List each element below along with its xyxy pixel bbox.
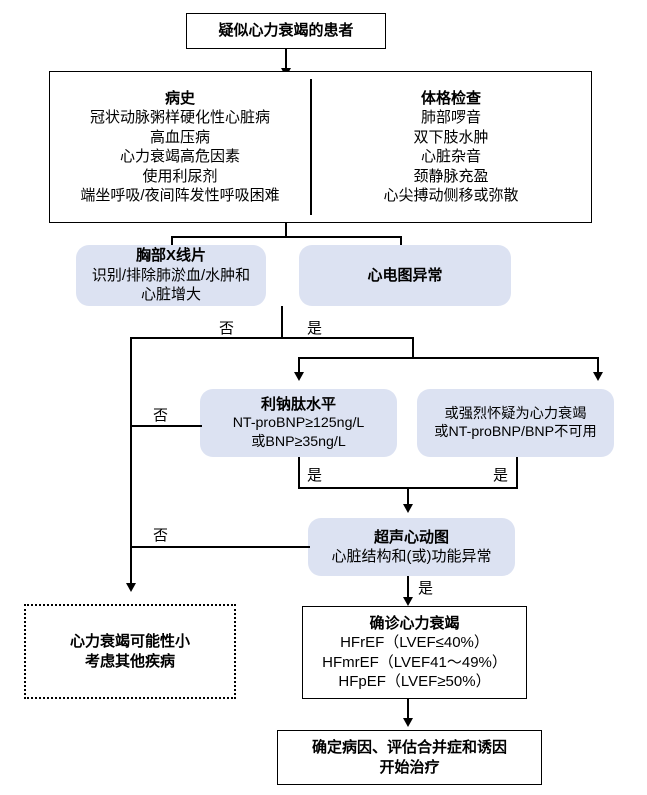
connector-merge-down-to-echo: [407, 487, 409, 507]
node-history: 病史 冠状动脉粥样硬化性心脏病 高血压病 心力衰竭高危因素 使用利尿剂 端坐呼吸…: [52, 74, 308, 220]
assessment-divider: [310, 79, 312, 215]
connector-echo-no-to-spine: [130, 546, 310, 548]
connector-to-strong-suspicion: [597, 357, 599, 375]
connector-to-natriuretic: [298, 357, 300, 375]
node-ecg-abnormal: 心电图异常: [299, 245, 511, 306]
node-start-treatment-item-1: 开始治疗: [379, 758, 440, 776]
arrow-confirmed-to-treatment: [403, 718, 413, 727]
node-history-title: 病史: [164, 89, 195, 107]
node-physical-exam-item-0: 肺部啰音: [420, 109, 481, 126]
node-confirmed-hf: 确诊心力衰竭 HFrEF（LVEF≤40%） HFmrEF（LVEF41～49%…: [302, 606, 527, 699]
node-history-item-1: 高血压病: [149, 128, 210, 146]
connector-left-spine: [130, 337, 132, 588]
node-unlikely-hf-item-0: 心力衰竭可能性小: [69, 633, 190, 650]
node-physical-exam-item-2: 心脏杂音: [420, 148, 481, 165]
node-physical-exam-title: 体格检查: [420, 89, 481, 107]
edge-label-echo-yes: 是: [418, 580, 434, 597]
connector-bnp-yes-down: [298, 457, 300, 488]
node-natriuretic-item-1: 或BNP≥35ng/L: [251, 433, 346, 450]
connector-suspicion-yes-down: [516, 457, 518, 488]
node-confirmed-hf-item-2: HFpEF（LVEF≥50%）: [338, 673, 491, 690]
node-natriuretic-title: 利钠肽水平: [260, 395, 336, 413]
node-start-treatment-item-0: 确定病因、评估合并症和诱因: [311, 739, 507, 756]
node-strong-suspicion-item-0: 或强烈怀疑为心力衰竭: [444, 405, 587, 422]
node-assessment-box: [49, 71, 592, 223]
connector-xray-down: [281, 306, 283, 337]
arrow-left-spine-to-unlikely: [126, 583, 136, 592]
node-chest-xray-item-1: 心脏增大: [140, 286, 201, 304]
connector-bnp-no-to-spine: [130, 425, 202, 427]
connector-assessment-down: [285, 223, 287, 237]
node-confirmed-hf-item-1: HFmrEF（LVEF41～49%）: [322, 653, 507, 671]
edge-label-bnp-no: 否: [153, 407, 169, 424]
edge-label-echo-no: 否: [153, 527, 169, 544]
node-confirmed-hf-title: 确诊心力衰竭: [369, 614, 460, 632]
node-echocardiogram: 超声心动图 心脏结构和(或)功能异常: [308, 518, 515, 576]
node-natriuretic-peptide: 利钠肽水平 NT-proBNP≥125ng/L 或BNP≥35ng/L: [200, 389, 397, 457]
connector-confirmed-to-treatment: [407, 699, 409, 721]
node-chest-xray-item-0: 识别/排除肺淤血/水肿和: [91, 266, 251, 284]
edge-label-xray-no: 否: [219, 320, 235, 337]
node-physical-exam-item-1: 双下肢水肿: [413, 128, 489, 146]
arrow-to-natriuretic: [294, 372, 304, 381]
connector-suspected-to-assessment: [285, 49, 287, 71]
node-echo-item-0: 心脏结构和(或)功能异常: [331, 548, 492, 565]
node-history-item-0: 冠状动脉粥样硬化性心脏病: [89, 109, 270, 126]
node-unlikely-hf-item-1: 考虑其他疾病: [84, 652, 175, 670]
node-unlikely-hf: 心力衰竭可能性小 考虑其他疾病: [24, 604, 236, 699]
edge-label-ecg-yes: 是: [307, 320, 323, 337]
node-physical-exam: 体格检查 肺部啰音 双下肢水肿 心脏杂音 颈静脉充盈 心尖搏动侧移或弥散: [312, 74, 590, 220]
arrow-echo-to-confirmed: [403, 597, 413, 606]
node-strong-suspicion: 或强烈怀疑为心力衰竭 或NT-proBNP/BNP不可用: [417, 389, 614, 457]
node-strong-suspicion-item-1: 或NT-proBNP/BNP不可用: [434, 424, 597, 440]
connector-to-ecg: [400, 236, 402, 246]
node-ecg-abnormal-title: 心电图异常: [367, 266, 443, 284]
node-echo-title: 超声心动图: [373, 528, 449, 546]
connector-bus-secondary: [298, 357, 598, 359]
node-chest-xray-title: 胸部X线片: [135, 247, 206, 265]
connector-bus-right-drop: [412, 337, 414, 358]
node-natriuretic-item-0: NT-proBNP≥125ng/L: [232, 415, 365, 432]
connector-bus-main: [130, 337, 413, 339]
node-history-item-3: 使用利尿剂: [142, 167, 218, 185]
connector-to-xray: [171, 236, 173, 246]
node-chest-xray: 胸部X线片 识别/排除肺淤血/水肿和 心脏增大: [76, 245, 266, 306]
arrow-to-strong-suspicion: [593, 372, 603, 381]
edge-label-bnp-yes: 是: [307, 467, 323, 484]
node-confirmed-hf-item-0: HFrEF（LVEF≤40%）: [340, 634, 489, 651]
node-suspected-hf: 疑似心力衰竭的患者: [186, 13, 386, 49]
connector-echo-yes-down: [407, 576, 409, 601]
connector-assessment-split: [171, 236, 401, 238]
arrow-to-echo: [403, 504, 413, 513]
edge-label-suspicion-yes: 是: [493, 467, 509, 484]
node-physical-exam-item-3: 颈静脉充盈: [413, 167, 489, 185]
node-physical-exam-item-4: 心尖搏动侧移或弥散: [383, 187, 519, 204]
node-suspected-hf-title: 疑似心力衰竭的患者: [218, 22, 354, 40]
node-history-item-2: 心力衰竭高危因素: [119, 148, 240, 165]
node-history-item-4: 端坐呼吸/夜间阵发性呼吸困难: [80, 187, 280, 204]
node-start-treatment: 确定病因、评估合并症和诱因 开始治疗: [277, 730, 542, 785]
